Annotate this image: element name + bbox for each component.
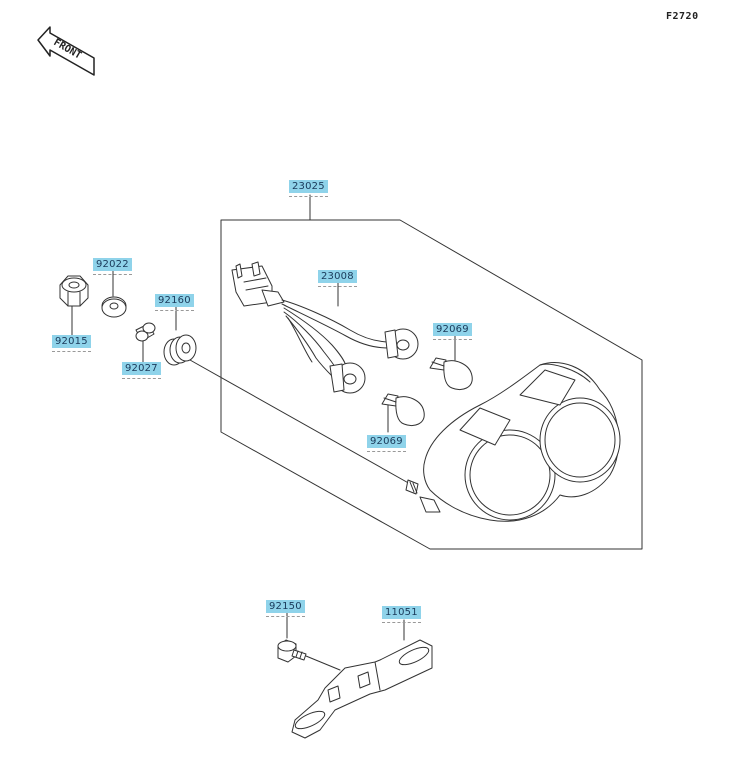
front-direction-arrow: FRONT [37, 26, 95, 76]
tail-lamp-23025 [405, 362, 621, 522]
grommet-92160 [163, 334, 197, 366]
callout-23025[interactable]: 23025 [289, 180, 328, 197]
callout-92022[interactable]: 92022 [93, 258, 132, 275]
washer-92022 [101, 296, 127, 318]
bulb-92069-bottom [381, 393, 425, 426]
nut-92015 [59, 275, 89, 307]
callout-23008[interactable]: 23008 [318, 270, 357, 287]
bolt-92150 [277, 639, 341, 671]
assembly-outline [220, 219, 643, 550]
wiring-harness-23008 [231, 261, 419, 394]
callout-92069-top[interactable]: 92069 [433, 323, 472, 340]
collar-92027 [135, 322, 156, 342]
callout-92015[interactable]: 92015 [52, 335, 91, 352]
callout-92069-bottom[interactable]: 92069 [367, 435, 406, 452]
figure-code: F2720 [666, 11, 699, 22]
bracket-11051 [291, 639, 433, 739]
callout-92027[interactable]: 92027 [122, 362, 161, 379]
mounting-line [189, 359, 413, 486]
callout-92160[interactable]: 92160 [155, 294, 194, 311]
callout-92150[interactable]: 92150 [266, 600, 305, 617]
callout-11051[interactable]: 11051 [382, 606, 421, 623]
bulb-92069-top [429, 357, 473, 390]
